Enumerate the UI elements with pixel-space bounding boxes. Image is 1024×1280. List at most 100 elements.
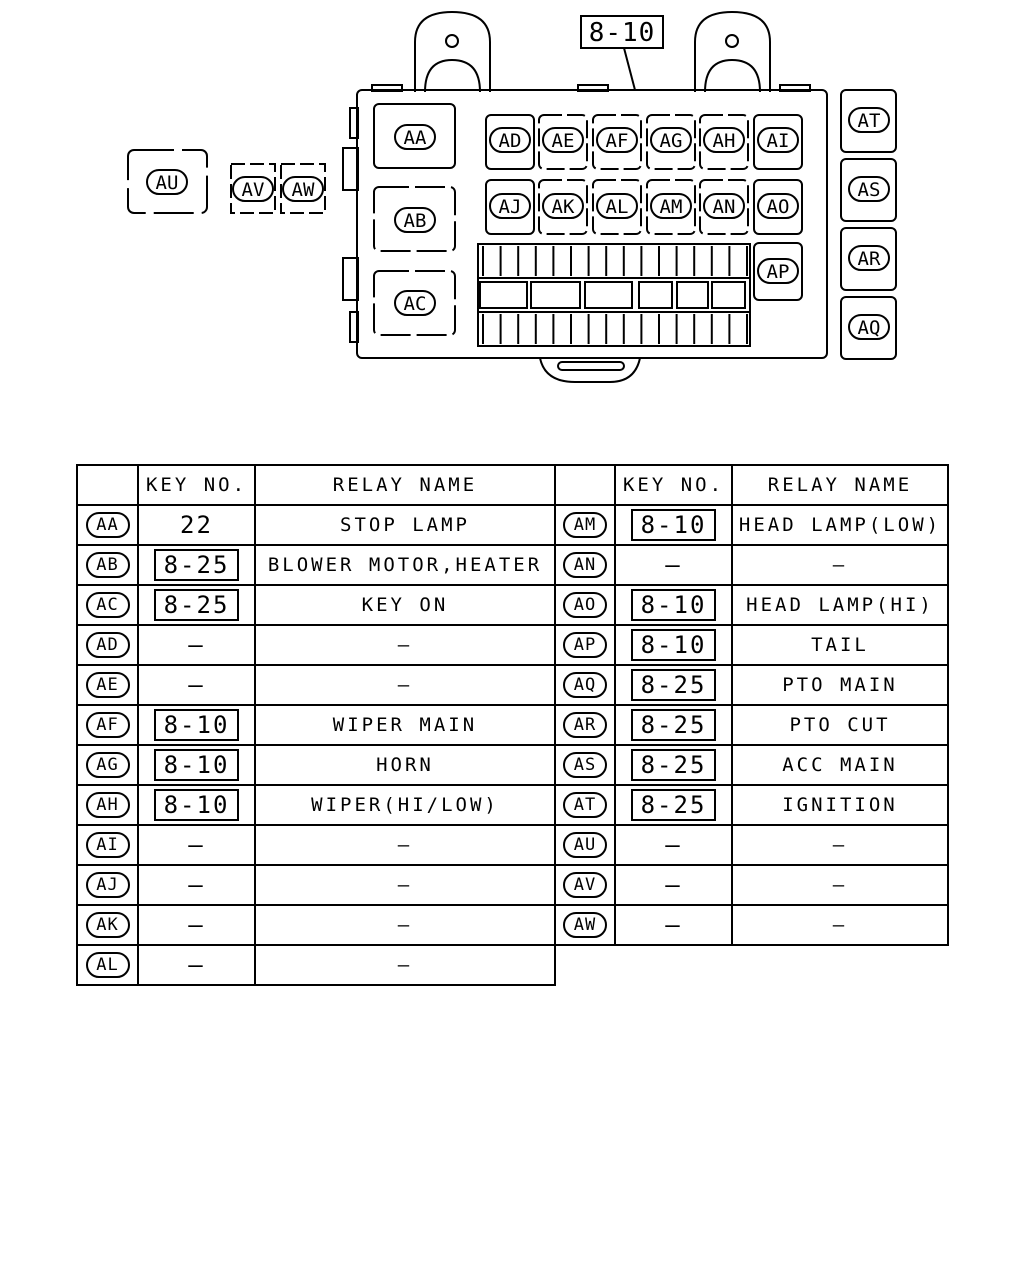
key-no-cell: 8-10 <box>614 624 733 666</box>
key-no-cell: 8-10 <box>137 704 256 746</box>
key-no: 8-25 <box>153 589 240 621</box>
relay-name: BLOWER MOTOR,HEATER <box>254 544 556 586</box>
svg-text:AU: AU <box>156 172 179 194</box>
relay-name: WIPER MAIN <box>254 704 556 746</box>
relay-label-aq: AQ <box>848 314 890 340</box>
relay-code: AP <box>563 632 607 658</box>
key-no: 8-10 <box>153 749 240 781</box>
svg-text:AH: AH <box>713 130 736 152</box>
svg-text:AA: AA <box>404 127 427 149</box>
relay-label-an: AN <box>703 193 745 219</box>
table-row: AK——AW—— <box>76 904 949 946</box>
relay-code-cell: AO <box>554 584 616 626</box>
relay-label-ah: AH <box>703 127 745 153</box>
relay-slot <box>592 114 642 170</box>
relay-label-ak: AK <box>542 193 584 219</box>
relay-code: AA <box>85 512 130 538</box>
relay-code-cell: AH <box>76 784 139 826</box>
key-no: — <box>188 871 205 899</box>
relay-name: PTO CUT <box>731 704 949 746</box>
relay-code: AR <box>563 712 607 738</box>
svg-text:AP: AP <box>767 261 790 283</box>
key-no: 8-25 <box>630 789 717 821</box>
relay-slot <box>485 179 535 235</box>
relay-slot <box>753 114 803 170</box>
relay-code: AO <box>563 592 607 618</box>
svg-text:AI: AI <box>767 130 790 152</box>
relay-name: HEAD LAMP(HI) <box>731 584 949 626</box>
relay-code: AE <box>85 672 130 698</box>
key-no: 8-10 <box>630 509 717 541</box>
svg-text:AS: AS <box>858 179 881 201</box>
relay-slot <box>753 242 803 301</box>
relay-name: PTO MAIN <box>731 664 949 706</box>
relay-label-aa: AA <box>394 124 436 150</box>
relay-code: AH <box>85 792 130 818</box>
key-no-cell: — <box>614 864 733 906</box>
relay-label-ac: AC <box>394 290 436 316</box>
relay-code: AT <box>563 792 607 818</box>
key-no-cell: — <box>614 824 733 866</box>
relay-code-cell: AB <box>76 544 139 586</box>
relay-name: HORN <box>254 744 556 786</box>
relay-code-cell: AM <box>554 504 616 546</box>
relay-slot <box>485 114 535 170</box>
relay-code: AW <box>563 912 607 938</box>
relay-name: — <box>254 624 556 666</box>
relay-code: AS <box>563 752 607 778</box>
svg-text:AQ: AQ <box>858 317 881 339</box>
key-no: 8-10 <box>630 589 717 621</box>
relay-label-aw: AW <box>282 176 324 202</box>
svg-text:AO: AO <box>767 196 790 218</box>
relay-label-af: AF <box>596 127 638 153</box>
relay-name: STOP LAMP <box>254 504 556 546</box>
key-no-cell: 8-10 <box>614 504 733 546</box>
header-key-no: KEY NO. <box>137 464 256 506</box>
key-no: — <box>188 631 205 659</box>
key-no-cell: — <box>614 544 733 586</box>
relay-code-cell: AU <box>554 824 616 866</box>
key-no-cell: 8-25 <box>614 664 733 706</box>
relay-code-cell: AC <box>76 584 139 626</box>
relay-label-am: AM <box>650 193 692 219</box>
svg-text:AD: AD <box>499 130 522 152</box>
relay-name: HEAD LAMP(LOW) <box>731 504 949 546</box>
key-no: — <box>188 671 205 699</box>
relay-name: — <box>254 944 556 986</box>
key-no: 8-25 <box>630 749 717 781</box>
key-no-cell: — <box>137 904 256 946</box>
relay-name: WIPER(HI/LOW) <box>254 784 556 826</box>
key-no-cell: — <box>137 624 256 666</box>
key-no-cell: 8-25 <box>137 544 256 586</box>
key-no-cell: 8-25 <box>614 704 733 746</box>
key-no: 8-25 <box>153 549 240 581</box>
svg-text:AF: AF <box>606 130 629 152</box>
relay-name: — <box>254 864 556 906</box>
relay-slot <box>699 114 749 170</box>
relay-code-cell: AF <box>76 704 139 746</box>
svg-text:AN: AN <box>713 196 736 218</box>
relay-name: — <box>731 824 949 866</box>
relay-slot <box>538 179 588 235</box>
relay-label-ab: AB <box>394 207 436 233</box>
key-no: — <box>665 871 682 899</box>
key-no-cell: 8-25 <box>614 784 733 826</box>
relay-label-au: AU <box>146 169 188 195</box>
relay-name: — <box>731 544 949 586</box>
relay-slot <box>646 179 696 235</box>
table-header-row: KEY NO. RELAY NAME KEY NO. RELAY NAME <box>76 464 949 506</box>
svg-text:AR: AR <box>858 248 881 270</box>
svg-text:AW: AW <box>292 179 315 201</box>
relay-code: AF <box>85 712 130 738</box>
header-code <box>76 464 139 506</box>
key-no: 8-25 <box>630 709 717 741</box>
key-no: — <box>665 551 682 579</box>
key-no-cell: — <box>137 664 256 706</box>
relay-code: AK <box>85 912 130 938</box>
svg-text:AC: AC <box>404 293 427 315</box>
relay-name: — <box>254 904 556 946</box>
